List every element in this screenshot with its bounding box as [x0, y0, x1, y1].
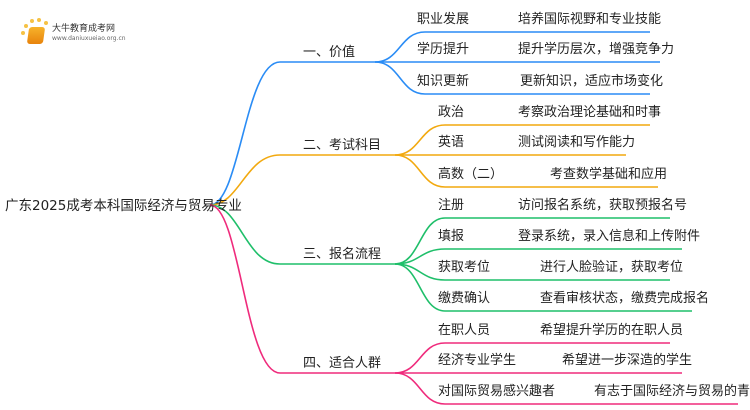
leaf-topic[interactable]: 注册: [438, 198, 465, 213]
branch-line: [209, 204, 395, 265]
leaf-description[interactable]: 查看审核状态，缴费完成报名: [540, 291, 710, 306]
leaf-description[interactable]: 考查数学基础和应用: [550, 167, 668, 182]
leaf-topic[interactable]: 高数（二）: [438, 167, 504, 182]
branch-line: [209, 204, 395, 374]
branch-topic[interactable]: 四、适合人群: [303, 356, 382, 371]
leaf-topic[interactable]: 填报: [438, 229, 465, 244]
leaf-topic[interactable]: 在职人员: [438, 323, 491, 338]
leaf-line: [374, 61, 650, 95]
leaf-description[interactable]: 进行人脸验证，获取考位: [540, 260, 684, 275]
leaf-topic[interactable]: 职业发展: [417, 12, 470, 27]
leaf-description[interactable]: 登录系统，录入信息和上传附件: [518, 229, 701, 244]
leaf-line: [394, 248, 682, 265]
leaf-topic[interactable]: 缴费确认: [438, 291, 491, 306]
leaf-topic[interactable]: 英语: [438, 135, 465, 150]
leaf-topic[interactable]: 政治: [438, 105, 465, 120]
leaf-line: [394, 217, 670, 265]
branch-line: [209, 61, 375, 206]
logo-name: 大牛教育成考网: [52, 24, 116, 34]
leaf-line: [394, 124, 650, 156]
leaf-description[interactable]: 考察政治理论基础和时事: [518, 105, 662, 120]
leaf-description[interactable]: 有志于国际经济与贸易的青年: [594, 384, 750, 399]
leaf-topic[interactable]: 知识更新: [417, 74, 470, 89]
leaf-description[interactable]: 更新知识，适应市场变化: [520, 74, 664, 89]
branch-topic[interactable]: 二、考试科目: [303, 138, 382, 153]
leaf-line: [394, 263, 692, 312]
leaf-topic[interactable]: 对国际贸易感兴趣者: [438, 384, 556, 399]
leaf-topic[interactable]: 获取考位: [438, 260, 491, 275]
leaf-line: [394, 154, 658, 188]
leaf-line: [394, 342, 670, 374]
leaf-topic[interactable]: 学历提升: [417, 42, 470, 57]
branch-line: [209, 154, 395, 206]
leaf-line: [394, 263, 670, 281]
leaf-description[interactable]: 访问报名系统，获取预报名号: [518, 198, 688, 213]
leaf-description[interactable]: 测试阅读和写作能力: [518, 135, 636, 150]
logo-url: www.daniuxueiao.org.cn: [52, 35, 126, 42]
branch-topic[interactable]: 三、报名流程: [303, 247, 382, 262]
root-topic[interactable]: 广东2025成考本科国际经济与贸易专业: [5, 198, 242, 214]
logo: 大牛教育成考网 www.daniuxueiao.org.cn: [20, 18, 140, 48]
branch-topic[interactable]: 一、价值: [303, 45, 356, 60]
leaf-line: [394, 372, 738, 405]
leaf-description[interactable]: 希望提升学历的在职人员: [540, 323, 684, 338]
leaf-topic[interactable]: 经济专业学生: [438, 353, 517, 368]
leaf-description[interactable]: 希望进一步深造的学生: [562, 353, 693, 368]
leaf-line: [374, 31, 650, 63]
leaf-description[interactable]: 培养国际视野和专业技能: [518, 12, 662, 27]
leaf-description[interactable]: 提升学历层次，增强竞争力: [518, 42, 675, 57]
